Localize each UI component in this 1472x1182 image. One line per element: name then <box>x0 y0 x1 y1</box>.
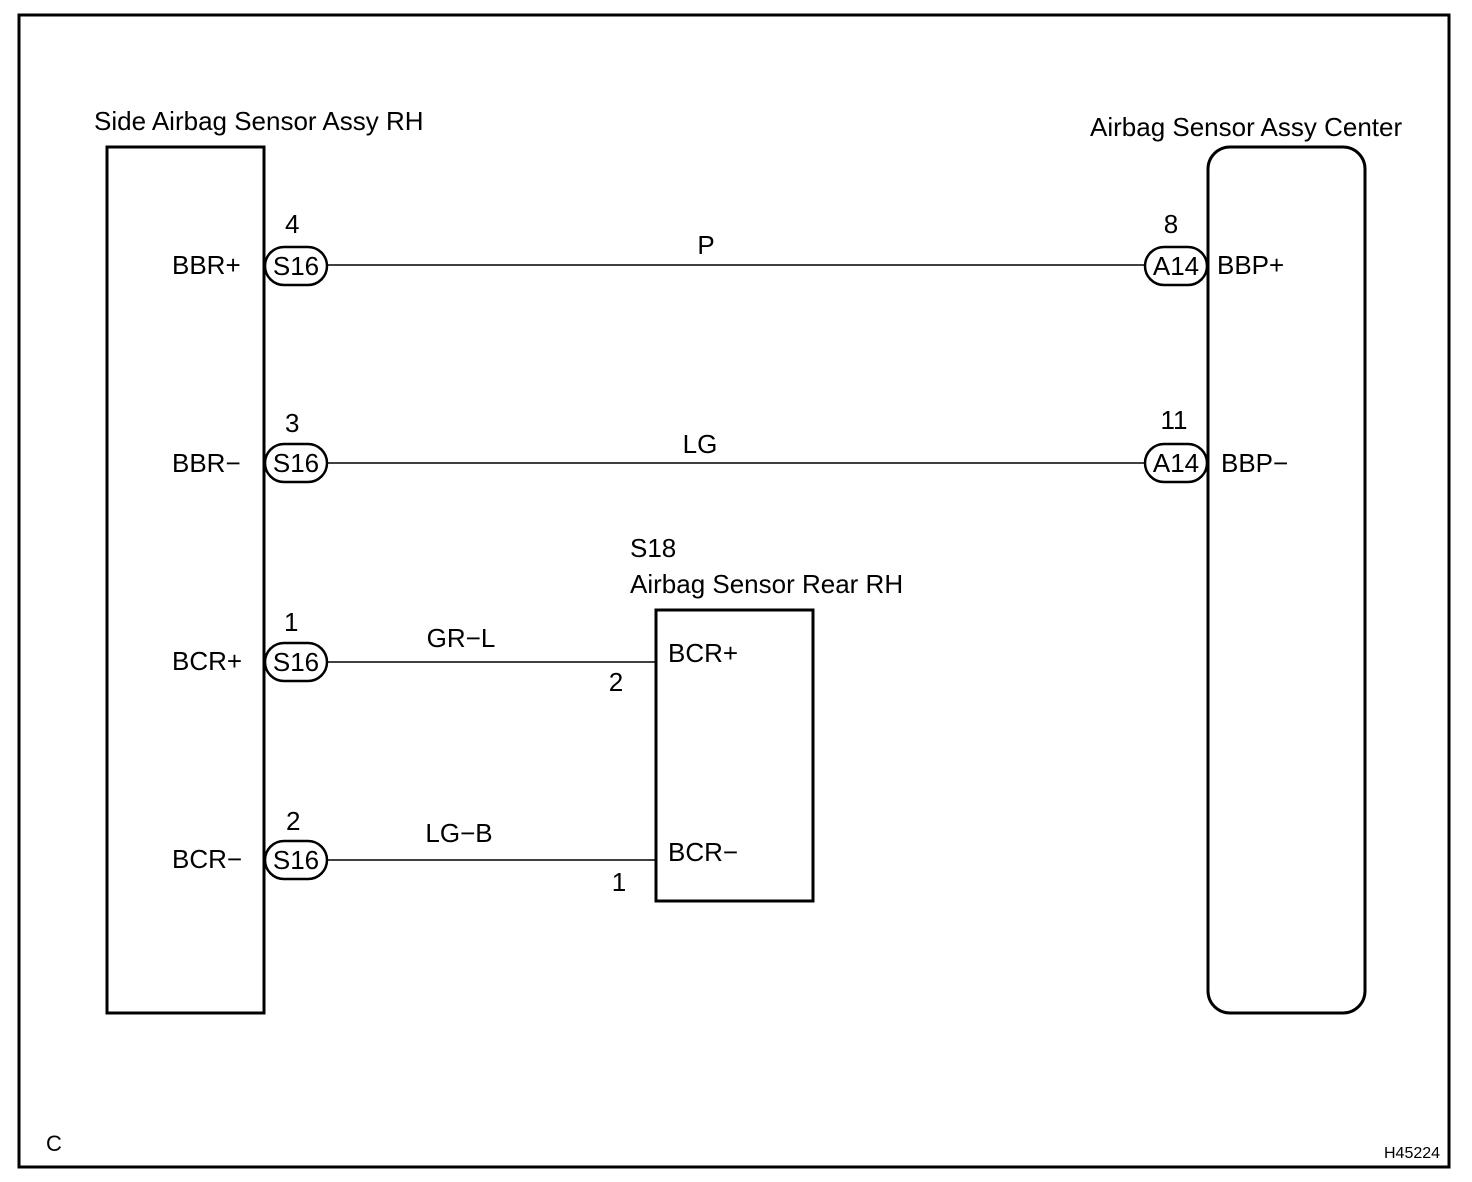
pin-number: 4 <box>285 209 299 239</box>
terminal-label: BCR+ <box>172 646 242 676</box>
pin-number: 2 <box>286 806 300 836</box>
wire-color-code: P <box>697 230 714 260</box>
pin-number: 11 <box>1161 405 1188 435</box>
center-sensor-title: Airbag Sensor Assy Center <box>1090 112 1402 142</box>
rear-sensor-box <box>654 608 815 903</box>
side-sensor-box <box>105 145 266 1015</box>
terminal-label: BBP+ <box>1217 250 1284 280</box>
terminal-label: BBP− <box>1221 448 1288 478</box>
connector-code: S16 <box>273 647 319 677</box>
connector-code: A14 <box>1153 448 1199 478</box>
pin-number: 3 <box>285 408 299 438</box>
corner-letter: C <box>46 1131 62 1156</box>
connector-oval <box>1143 245 1209 287</box>
terminal-label: BCR+ <box>668 638 738 668</box>
diagram-frame <box>17 13 1451 1169</box>
connector-oval <box>1143 442 1209 484</box>
wire-bbr-minus: BBR− 3 S16 LG A14 11 BBP− <box>172 405 1288 484</box>
pin-number: 2 <box>609 667 623 697</box>
wire-bbr-plus: BBR+ 4 S16 P A14 8 BBP+ <box>172 209 1284 287</box>
wire-color-code: GR−L <box>427 623 496 653</box>
side-sensor-title: Side Airbag Sensor Assy RH <box>94 106 424 136</box>
figure-id: H45224 <box>1384 1145 1440 1162</box>
wire-bcr-minus: BCR− 2 S16 LG−B 1 BCR− <box>172 806 738 897</box>
connector-code: S16 <box>273 448 319 478</box>
connector-code: S16 <box>273 845 319 875</box>
rear-sensor-title: Airbag Sensor Rear RH <box>630 569 903 599</box>
terminal-label: BCR− <box>172 844 242 874</box>
connector-code: A14 <box>1153 251 1199 281</box>
terminal-label: BCR− <box>668 837 738 867</box>
pin-number: 1 <box>284 607 298 637</box>
terminal-label: BBR− <box>172 448 241 478</box>
center-sensor-box <box>1206 145 1367 1015</box>
connector-oval <box>263 245 329 287</box>
pin-number: 8 <box>1164 209 1178 239</box>
connector-code: S16 <box>273 251 319 281</box>
wire-color-code: LG−B <box>425 818 492 848</box>
pin-number: 1 <box>612 867 626 897</box>
wire-bcr-plus: BCR+ 1 S16 GR−L 2 BCR+ <box>172 607 738 697</box>
wire-color-code: LG <box>683 429 718 459</box>
terminal-label: BBR+ <box>172 250 241 280</box>
rear-sensor-code: S18 <box>630 533 676 563</box>
